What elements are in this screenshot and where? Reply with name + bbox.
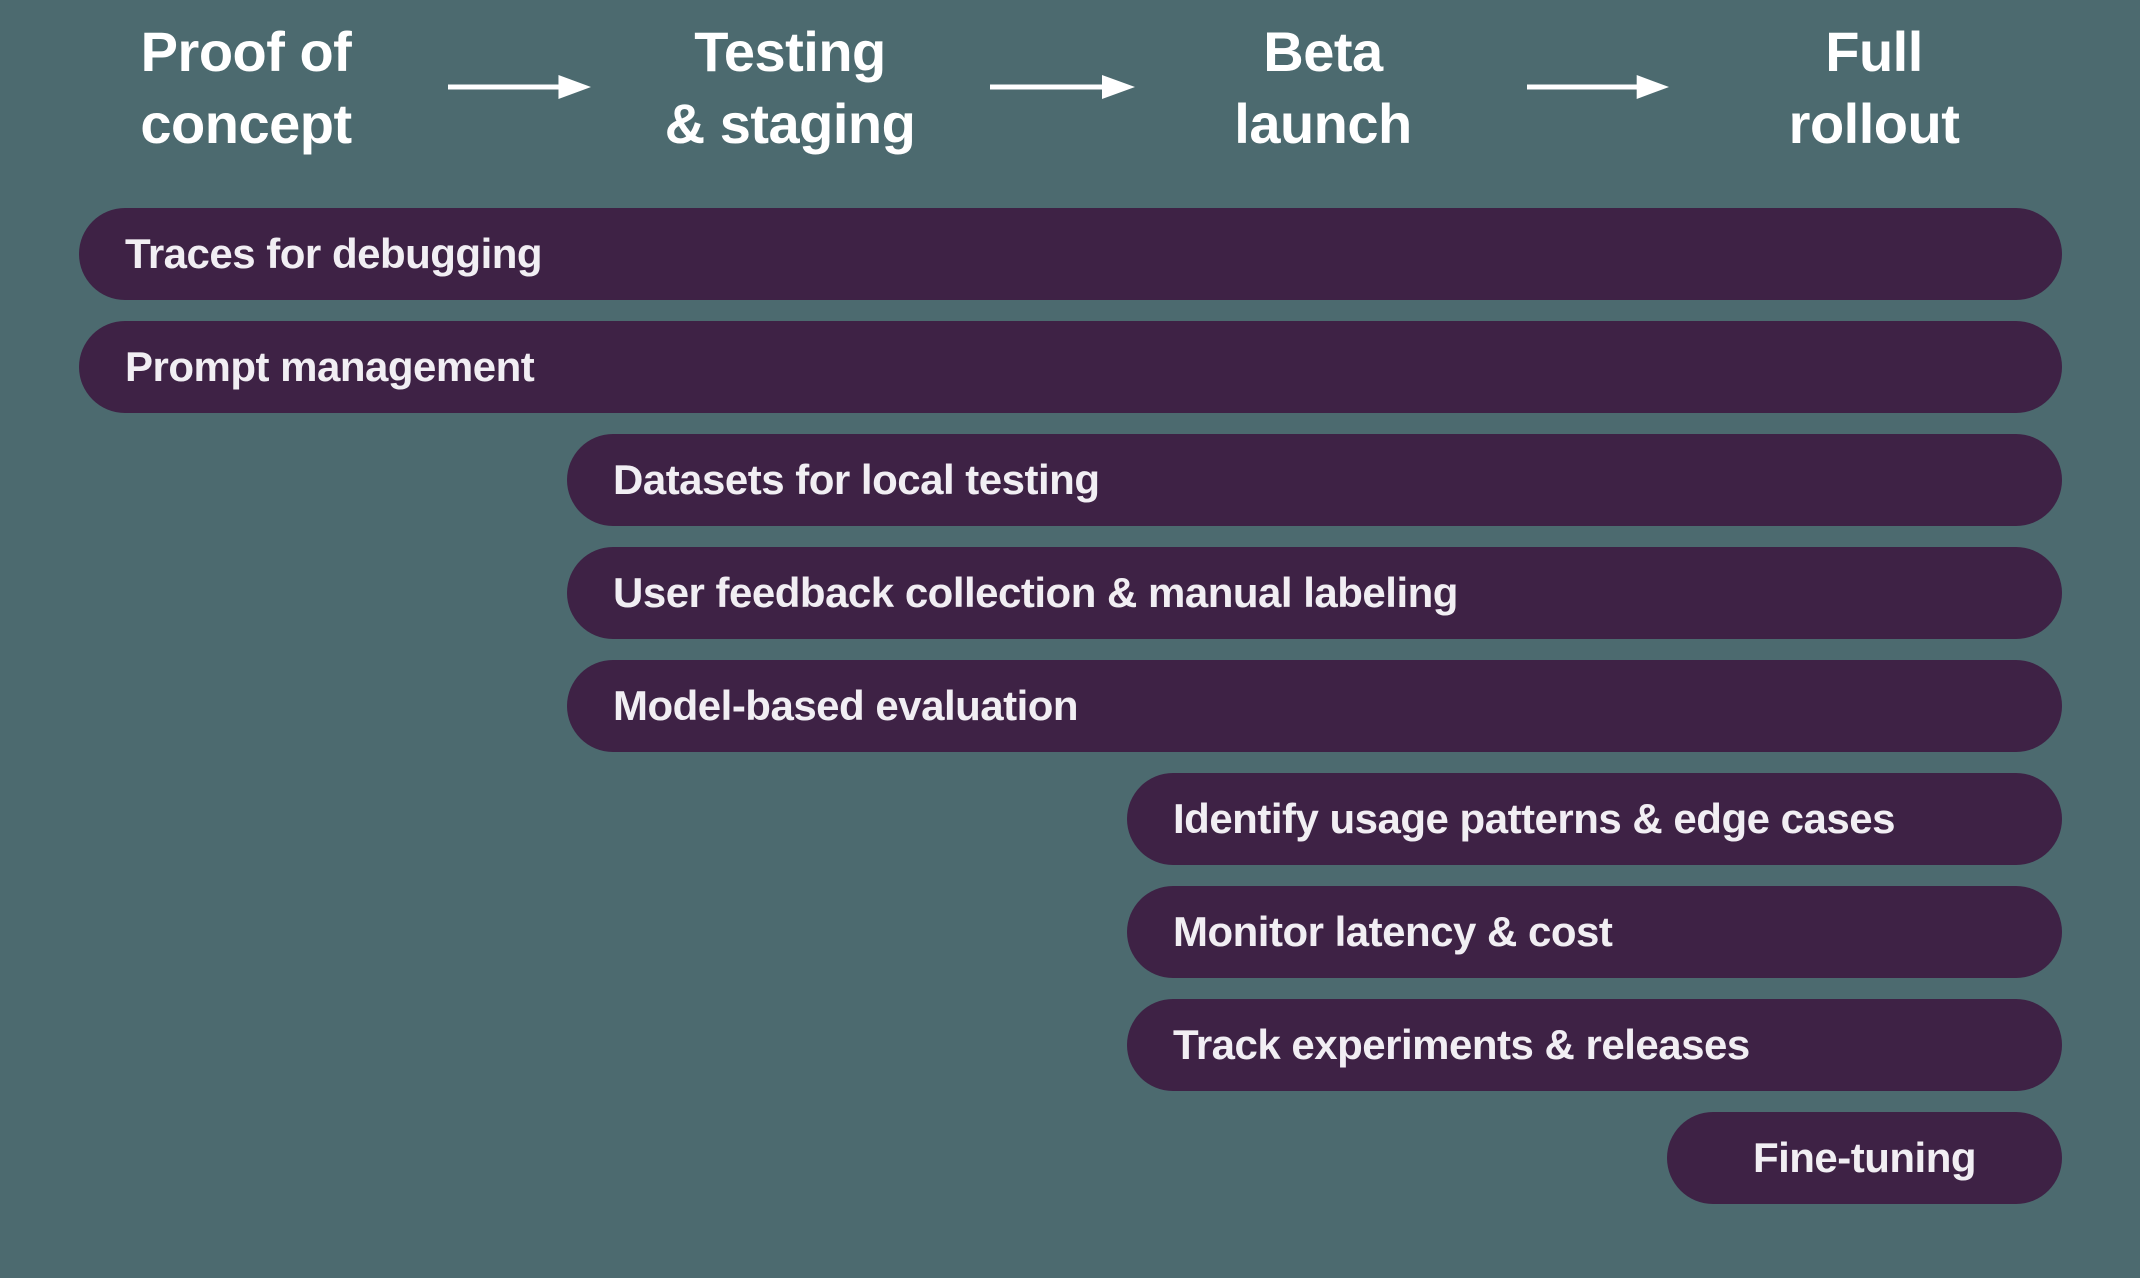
stage-header-testing-staging: Testing & staging <box>665 16 916 160</box>
right-arrow-icon <box>990 75 1135 99</box>
bar-datasets-for-local-testing: Datasets for local testing <box>567 434 2062 526</box>
bar-monitor-latency-cost: Monitor latency & cost <box>1127 886 2062 978</box>
bar-model-based-evaluation: Model-based evaluation <box>567 660 2062 752</box>
stage-header-full-rollout: Full rollout <box>1789 16 1960 160</box>
right-arrow-icon <box>1527 75 1669 99</box>
bar-label: Fine-tuning <box>1752 1134 1977 1181</box>
right-arrow-icon <box>448 75 591 99</box>
bar-label: Model-based evaluation <box>613 682 1079 729</box>
bar-label: Monitor latency & cost <box>1173 908 1613 955</box>
stage-header-proof-of-concept: Proof of concept <box>140 16 352 160</box>
bar-label: Prompt management <box>125 343 535 390</box>
stage-title-line: Full <box>1825 20 1923 83</box>
bar-label: Identify usage patterns & edge cases <box>1173 795 1895 842</box>
stage-title-line: launch <box>1234 92 1412 155</box>
bar-label: Track experiments & releases <box>1173 1021 1750 1068</box>
bar-label: Traces for debugging <box>125 230 543 277</box>
stage-title-line: concept <box>140 92 352 155</box>
stage-header-beta-launch: Beta launch <box>1234 16 1412 160</box>
bar-track-experiments-releases: Track experiments & releases <box>1127 999 2062 1091</box>
bar-label: Datasets for local testing <box>613 456 1100 503</box>
stage-title-line: Beta <box>1263 20 1383 83</box>
bar-fine-tuning: Fine-tuning <box>1667 1112 2062 1204</box>
bar-traces-for-debugging: Traces for debugging <box>79 208 2062 300</box>
stage-title-line: & staging <box>664 92 916 155</box>
bar-prompt-management: Prompt management <box>79 321 2062 413</box>
bar-label: User feedback collection & manual labeli… <box>613 569 1458 616</box>
stage-title-line: rollout <box>1788 92 1960 155</box>
bar-identify-usage-patterns: Identify usage patterns & edge cases <box>1127 773 2062 865</box>
stage-title-line: Proof of <box>140 20 352 83</box>
bar-user-feedback-collection: User feedback collection & manual labeli… <box>567 547 2062 639</box>
stage-title-line: Testing <box>694 20 886 83</box>
